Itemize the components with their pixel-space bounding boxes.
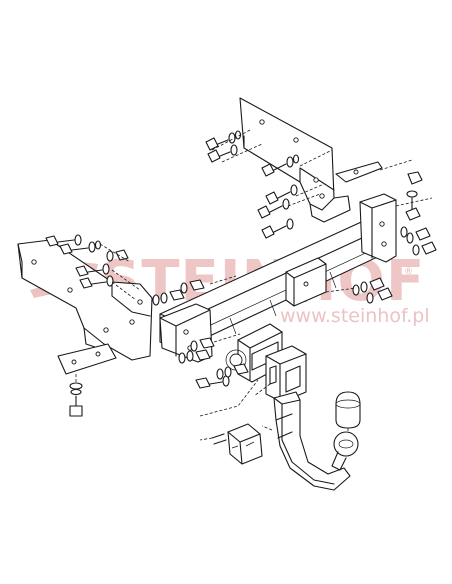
bolt-group-top-left — [205, 130, 242, 163]
bolt-group-left — [45, 234, 129, 289]
bolt-group-center — [152, 279, 215, 364]
ball-cover-cap — [335, 391, 361, 432]
nut-group-right — [379, 159, 437, 256]
watermark-registered-mark: ® — [404, 267, 413, 277]
fasteners — [45, 129, 437, 417]
electrical-socket — [253, 345, 307, 403]
bolt-group-ballmount — [195, 363, 249, 389]
bolt-group-bottom-left — [69, 374, 83, 417]
left-mounting-bracket — [17, 239, 153, 375]
wiring-connector — [199, 379, 263, 465]
watermark-url: www.steinhof.pl — [280, 305, 430, 327]
right-mounting-bracket — [239, 97, 383, 223]
tow-ball-arm — [261, 391, 359, 491]
bolt-group-top-right — [257, 154, 300, 239]
nut-group-right-lower — [325, 277, 393, 304]
